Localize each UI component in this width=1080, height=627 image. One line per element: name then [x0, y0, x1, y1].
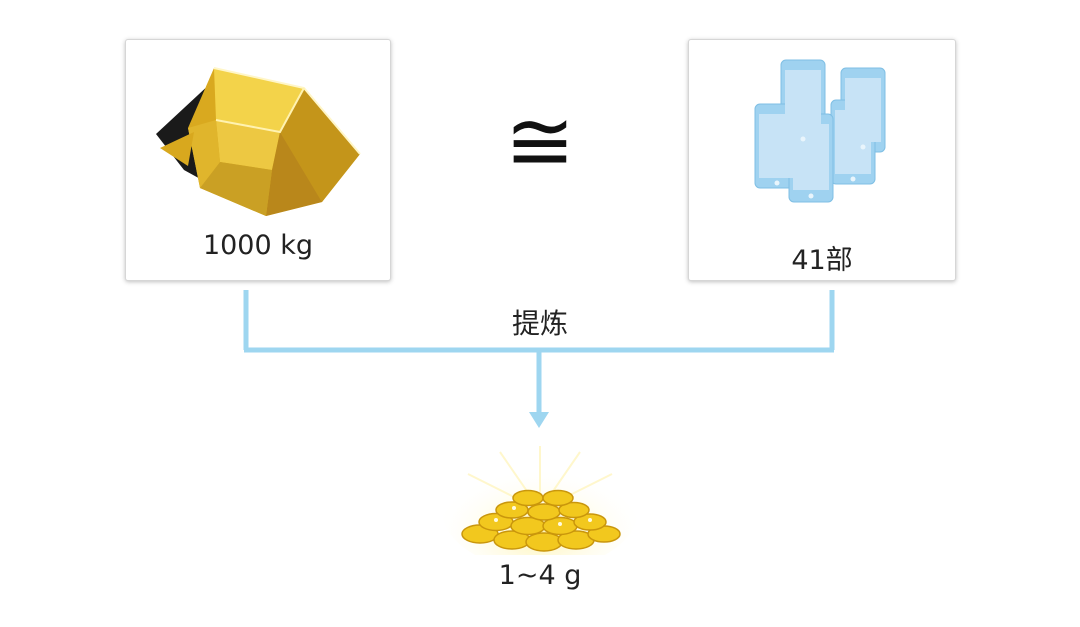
- approximately-equal-symbol: ≅: [504, 92, 576, 190]
- gold-coins-icon: [442, 446, 638, 555]
- gold-ore-icon: [156, 67, 361, 216]
- phones-count-label: 41部: [791, 245, 853, 276]
- arrow-down-icon: [529, 412, 549, 428]
- smartphones-icon: [754, 59, 886, 203]
- phones-card: 41部: [688, 39, 956, 281]
- ore-weight-label: 1000 kg: [202, 230, 314, 261]
- process-label: 提炼: [511, 307, 568, 340]
- result-weight-label: 1~4 g: [498, 560, 582, 591]
- ore-card: 1000 kg: [125, 39, 391, 281]
